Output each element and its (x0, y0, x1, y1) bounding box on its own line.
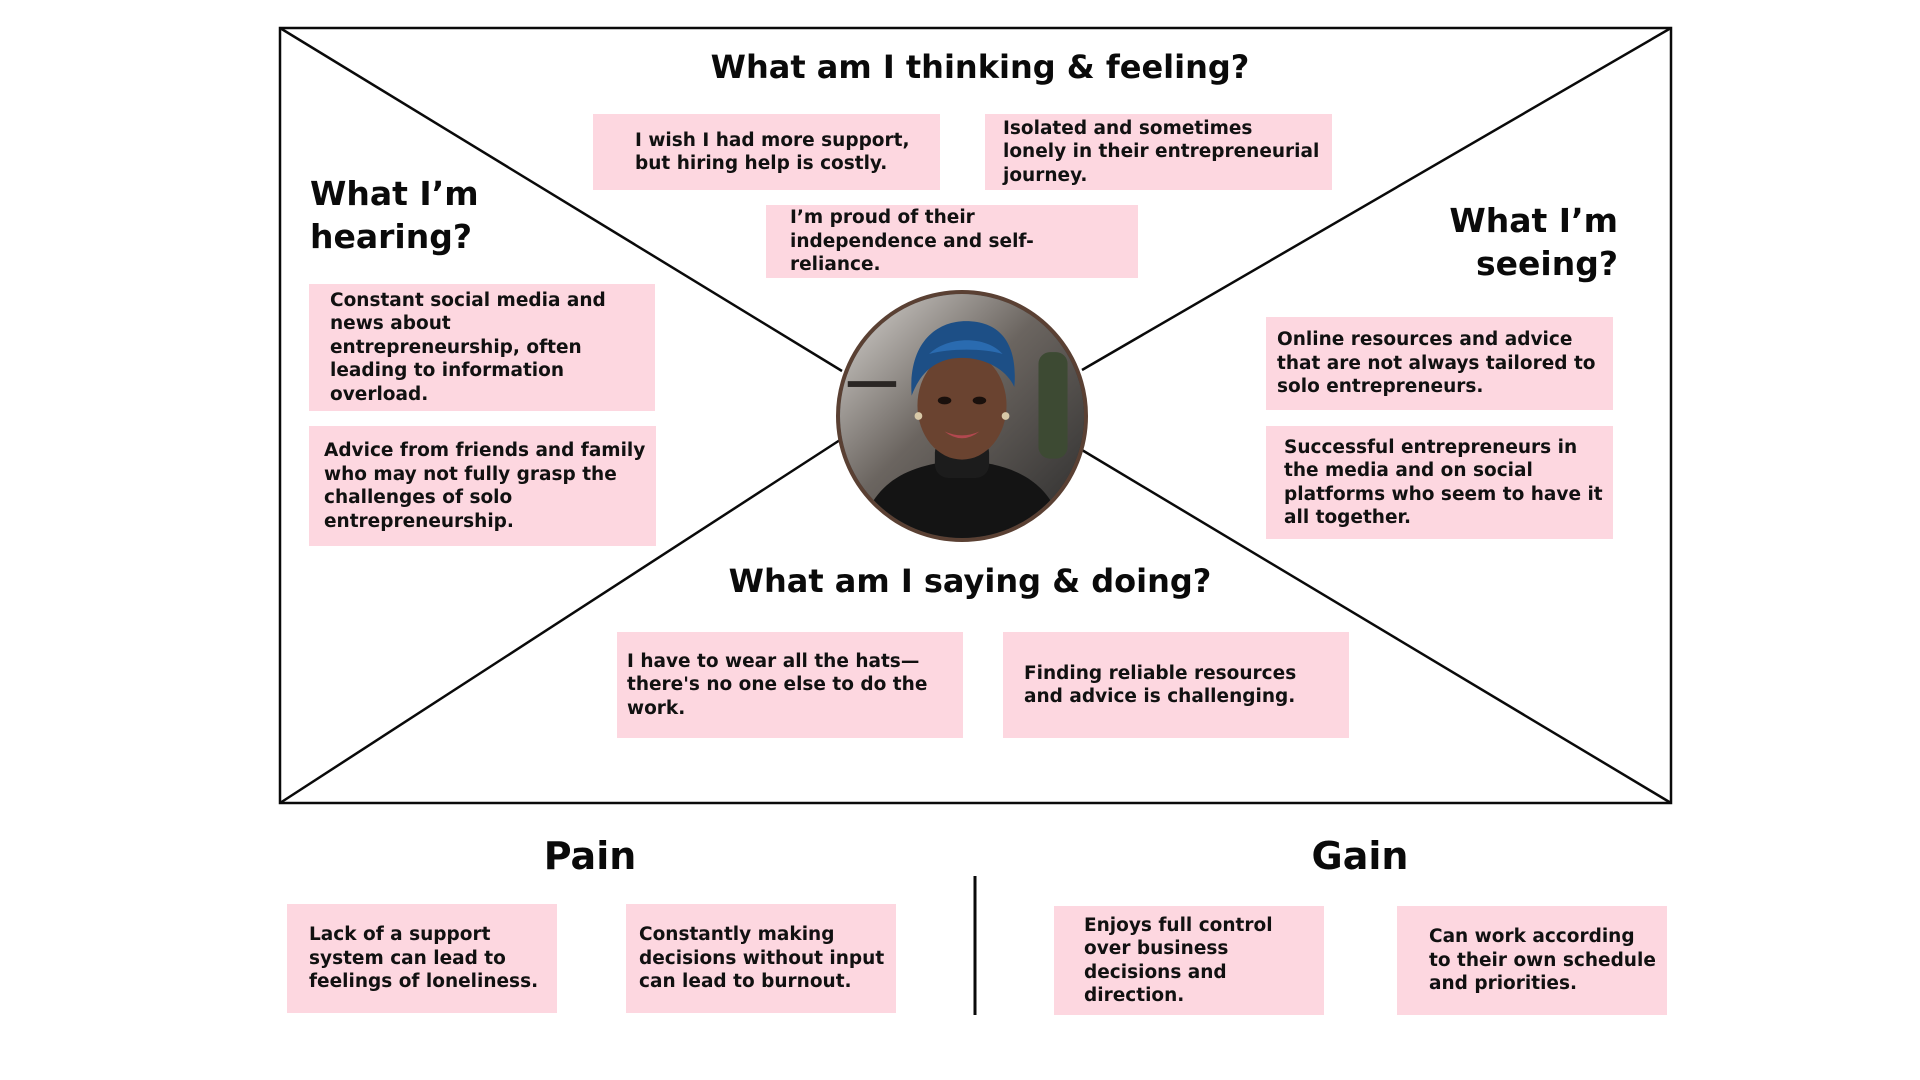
persona-avatar (836, 290, 1088, 542)
sticky-note-gain-1: Enjoys full control over business decisi… (1054, 906, 1324, 1015)
map-border (278, 26, 1673, 805)
sticky-note-pain-2: Constantly making decisions without inpu… (626, 904, 896, 1013)
heading-saying-doing: What am I saying & doing? (728, 562, 1212, 600)
sticky-note-thinking-1: I wish I had more support, but hiring he… (593, 114, 940, 190)
note-text: I wish I had more support, but hiring he… (635, 129, 910, 175)
portrait-headwrap-fold (929, 340, 1003, 355)
sticky-note-hearing-1: Constant social media and news about ent… (309, 284, 655, 411)
sticky-note-gain-2: Can work according to their own schedule… (1397, 906, 1667, 1015)
heading-hearing-line2: hearing? (310, 217, 472, 256)
note-text: Lack of a support system can lead to fee… (309, 924, 539, 993)
note-text: Successful entrepreneurs in the media an… (1284, 436, 1603, 529)
portrait-headwrap (911, 321, 1015, 396)
note-text: I have to wear all the hats—there's no o… (627, 650, 928, 719)
heading-gain: Gain (1311, 834, 1409, 878)
portrait-shelf (847, 381, 897, 387)
heading-seeing-line2: seeing? (1476, 244, 1618, 283)
diagonal-top-left (279, 26, 843, 373)
persona-portrait (840, 294, 1084, 538)
sticky-note-saying-1: I have to wear all the hats—there's no o… (617, 632, 963, 738)
note-text: Can work according to their own schedule… (1429, 926, 1656, 995)
diagonal-bottom-left (279, 438, 841, 805)
note-text: Enjoys full control over business decisi… (1084, 914, 1273, 1007)
heading-thinking-feeling: What am I thinking & feeling? (710, 48, 1250, 86)
sticky-note-thinking-2: Isolated and sometimes lonely in their e… (985, 114, 1332, 190)
note-text: Constantly making decisions without inpu… (639, 924, 885, 993)
note-text: Constant social media and news about ent… (330, 289, 606, 405)
portrait-earring-left (914, 412, 923, 420)
note-text: Finding reliable resources and advice is… (1024, 662, 1297, 708)
diagonal-bottom-right (1081, 448, 1672, 805)
portrait-earring-right (1001, 412, 1010, 420)
note-text: Isolated and sometimes lonely in their e… (1003, 117, 1320, 186)
sticky-note-pain-1: Lack of a support system can lead to fee… (287, 904, 557, 1013)
note-text: Advice from friends and family who may n… (324, 440, 646, 532)
sticky-note-hearing-2: Advice from friends and family who may n… (309, 426, 656, 546)
note-text: I’m proud of their independence and self… (790, 207, 1034, 276)
portrait-eye-right (972, 396, 987, 405)
sticky-note-seeing-2: Successful entrepreneurs in the media an… (1266, 426, 1613, 539)
sticky-note-saying-2: Finding reliable resources and advice is… (1003, 632, 1349, 738)
heading-seeing-line1: What I’m (1449, 201, 1618, 240)
heading-hearing-line1: What I’m (310, 174, 479, 213)
portrait-smile (944, 431, 980, 439)
sticky-note-thinking-3: I’m proud of their independence and self… (766, 205, 1138, 278)
portrait-face (917, 351, 1007, 460)
diagonal-top-right (1081, 26, 1672, 372)
portrait-plant (1038, 352, 1068, 459)
portrait-sweater (859, 460, 1065, 538)
note-text: Online resources and advice that are not… (1277, 329, 1596, 398)
heading-pain: Pain (543, 834, 637, 878)
sticky-note-seeing-1: Online resources and advice that are not… (1266, 317, 1613, 410)
heading-seeing: What I’m seeing? (1420, 199, 1618, 285)
heading-hearing: What I’m hearing? (310, 172, 479, 258)
portrait-eye-left (937, 396, 952, 405)
